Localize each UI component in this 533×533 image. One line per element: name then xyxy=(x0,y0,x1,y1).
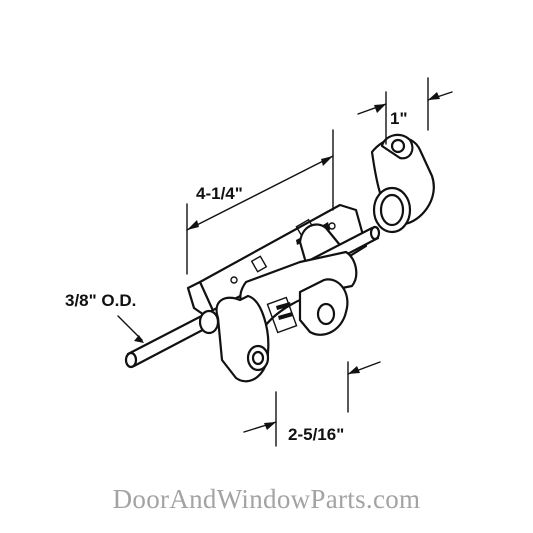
dimension-label-diameter: 3/8" O.D. xyxy=(65,291,136,310)
dimension-diameter: 3/8" O.D. xyxy=(65,291,144,343)
strike-keeper xyxy=(370,133,435,234)
watermark: DoorAndWindowParts.com xyxy=(112,484,421,514)
dimension-length: 4-1/4" xyxy=(186,129,334,275)
bolt-knob xyxy=(198,294,270,383)
dimension-depth: 2-5/16" xyxy=(243,361,381,447)
dimension-label-1-inch: 1" xyxy=(390,109,408,128)
dimension-label-depth: 2-5/16" xyxy=(288,425,344,444)
dimension-label-length: 4-1/4" xyxy=(196,184,243,203)
dimension-1-inch: 1" xyxy=(357,77,453,145)
front-housing xyxy=(239,250,358,336)
